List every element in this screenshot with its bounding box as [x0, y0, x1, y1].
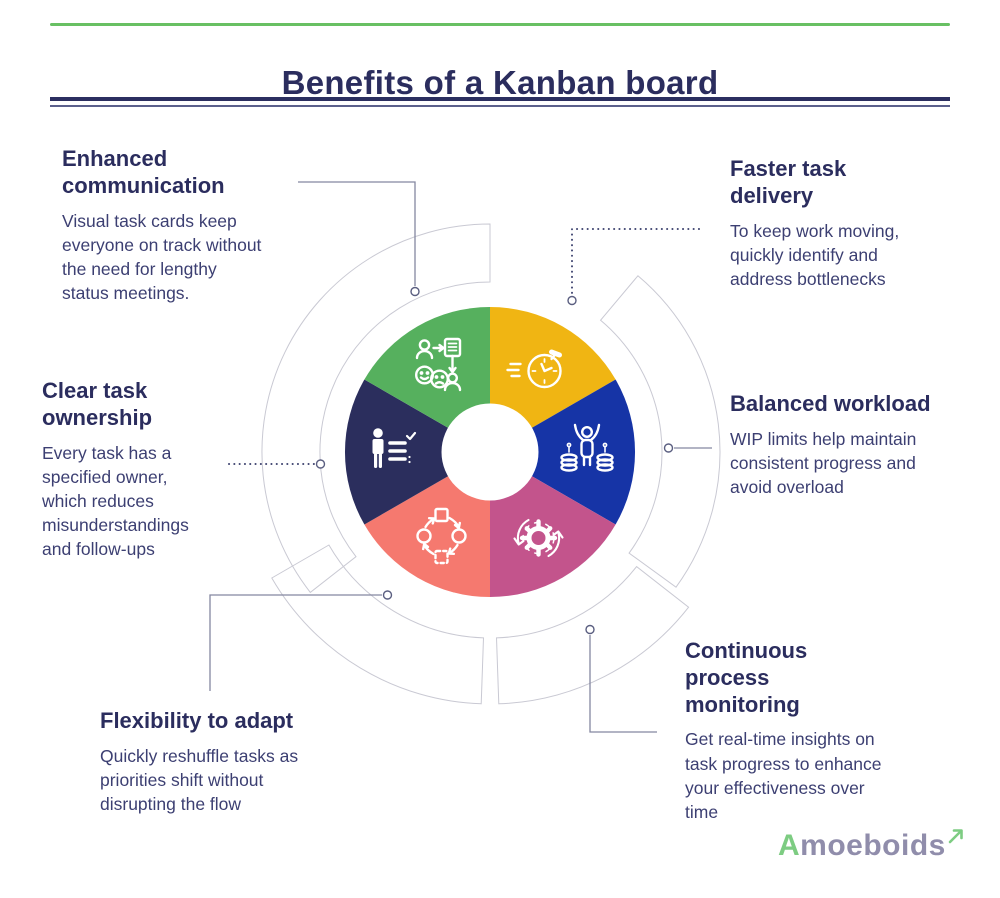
benefit-description: Visual task cards keep everyone on track…: [62, 210, 262, 304]
benefit-block-enhanced-communication: Enhanced communication Visual task cards…: [62, 146, 267, 305]
connector-dot: [315, 459, 326, 469]
connector-flexibility-to-adapt: [209, 590, 393, 691]
benefit-title: Faster task delivery: [730, 156, 847, 208]
connector-dot: [663, 443, 674, 453]
connector-dot: [410, 286, 420, 297]
benefit-description: Get real-time insights on task progress …: [685, 729, 882, 822]
benefit-block-clear-task-ownership: Clear task ownership Every task has a sp…: [42, 378, 207, 561]
logo-text: moeboids: [800, 829, 946, 862]
benefit-title: Enhanced communication: [62, 146, 225, 198]
benefit-title: Flexibility to adapt: [100, 708, 294, 733]
logo-first-letter: A: [778, 829, 801, 862]
communication-icon: [415, 337, 462, 392]
benefit-description: WIP limits help maintain consistent prog…: [730, 428, 917, 498]
connectors: [209, 181, 712, 733]
connector-dot: [585, 624, 595, 635]
benefit-block-balanced-workload: Balanced workload WIP limits help mainta…: [730, 391, 945, 499]
benefit-block-faster-task-delivery: Faster task delivery To keep work moving…: [730, 156, 920, 291]
top-accent-line: [50, 23, 950, 26]
decorative-arc: [271, 544, 485, 705]
stopwatch-icon: [506, 349, 562, 389]
connector-dot: [382, 590, 393, 600]
wheel-segment-clear-task-ownership: [344, 379, 490, 525]
decorative-arc: [261, 223, 491, 594]
benefit-title: Clear task ownership: [42, 378, 153, 430]
connector-dot: [567, 295, 577, 306]
benefit-title: Continuous process monitoring: [685, 638, 808, 717]
connector-continuous-process-monitoring: [585, 624, 657, 733]
gear-refresh-icon: [513, 518, 564, 558]
logo-arrow-icon: [948, 829, 963, 844]
benefit-block-flexibility-to-adapt: Flexibility to adapt Quickly reshuffle t…: [100, 708, 335, 816]
decorative-arcs: [261, 223, 721, 705]
benefit-description: Quickly reshuffle tasks as priorities sh…: [100, 745, 299, 815]
connector-balanced-workload: [663, 443, 712, 453]
connector-enhanced-communication: [298, 181, 420, 297]
benefit-description: To keep work moving, quickly identify an…: [730, 220, 900, 289]
kanban-wheel: [344, 307, 636, 597]
page-title: Benefits of a Kanban board: [281, 64, 719, 102]
cheering-person-icon: [560, 423, 614, 472]
title-underline-thin: [50, 105, 950, 107]
title-underline-thick: [50, 97, 950, 101]
wheel-segment-balanced-workload: [490, 379, 636, 525]
benefit-description: Every task has a specified owner, which …: [42, 442, 189, 560]
connector-faster-task-delivery: [567, 228, 700, 306]
benefit-block-continuous-process-monitoring: Continuous process monitoring Get real-t…: [685, 638, 900, 824]
person-checklist-icon: [372, 428, 417, 468]
benefit-title: Balanced workload: [730, 391, 931, 416]
decorative-arc: [599, 275, 721, 588]
cycle-arrows-icon: [416, 507, 467, 565]
connector-clear-task-ownership: [228, 459, 326, 469]
wheel-hub: [441, 403, 539, 501]
decorative-arc: [495, 565, 690, 705]
